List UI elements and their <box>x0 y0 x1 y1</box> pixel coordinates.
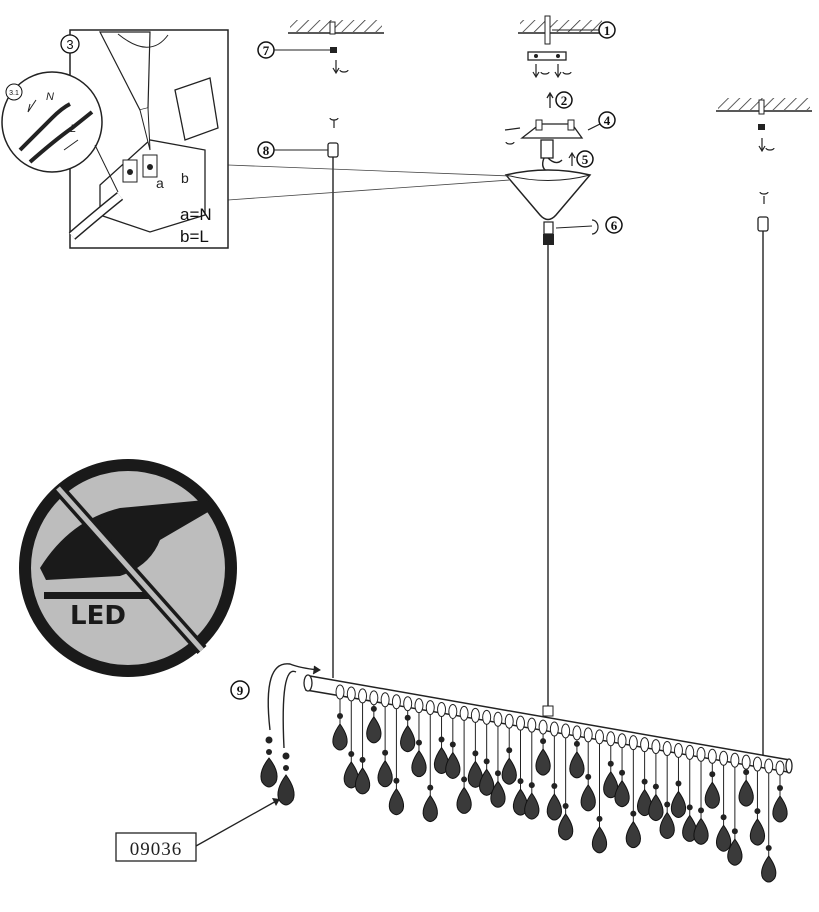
crystal-drop <box>591 729 608 854</box>
ceiling-center <box>518 15 604 45</box>
crystal-drop <box>467 707 484 788</box>
crystal-drop <box>558 723 574 841</box>
wiring-detail: a b a=N b=L 3 N L 3.1 <box>1 29 511 249</box>
right-suspension <box>757 124 775 758</box>
crystal-drop <box>693 746 709 845</box>
crystal-drop <box>727 752 743 866</box>
warning-led-text: LED <box>70 601 126 631</box>
crystal-drop <box>580 727 596 812</box>
wire-l-label: L <box>70 123 76 135</box>
crystal-drop <box>761 758 777 883</box>
step-7-label: 7 <box>263 43 270 58</box>
crystal-drop <box>738 754 754 807</box>
step-2-label: 2 <box>561 93 568 108</box>
crystal-drop <box>354 688 371 795</box>
crystal-drop <box>614 733 630 808</box>
legend-neutral: a=N <box>180 205 212 224</box>
loose-crystal-drops <box>260 736 295 806</box>
crystal-drop <box>479 709 495 796</box>
step-6-fastener: 6 <box>543 216 623 708</box>
crystal-drop <box>625 735 641 849</box>
step-8-gripper: 8 <box>257 117 339 678</box>
crystal-drop <box>569 725 585 779</box>
crystal-drop <box>524 717 540 820</box>
product-code: 09036 <box>130 839 183 860</box>
crystal-drop <box>670 742 687 818</box>
crystal-drop <box>343 686 359 789</box>
step-5-label: 5 <box>582 152 589 167</box>
crystal-drops <box>332 684 788 883</box>
crystal-drop <box>400 696 416 753</box>
crystal-drop <box>388 694 405 816</box>
step-1-label: 1 <box>604 23 611 38</box>
step-5-wires: 5 <box>540 139 594 173</box>
terminal-b-label: b <box>181 170 189 186</box>
step-3-1-label: 3.1 <box>9 90 19 97</box>
step-9-label: 9 <box>237 683 244 698</box>
product-code-callout: 09036 <box>115 798 280 862</box>
step-2-arrow: 2 <box>546 91 573 109</box>
crystal-drop <box>501 713 517 785</box>
ceiling-right <box>716 98 812 115</box>
crystal-drop <box>715 750 732 852</box>
step-4-label: 4 <box>604 113 611 128</box>
ceiling-left <box>288 20 384 35</box>
crystal-drop <box>490 711 506 808</box>
crystal-drop <box>332 684 348 751</box>
step-9-hang-drops: 9 <box>230 663 321 806</box>
no-touch-led-icon: LED <box>19 459 237 677</box>
crystal-drop <box>704 748 720 809</box>
crystal-drop <box>377 692 393 788</box>
crystal-drop <box>411 698 427 778</box>
crystal-drop <box>445 703 461 779</box>
crystal-drop <box>422 700 438 823</box>
crystal-drop <box>512 715 529 816</box>
terminal-a-label: a <box>156 175 164 191</box>
step-1-bracket: 1 <box>527 21 616 79</box>
crystal-drop <box>659 741 675 840</box>
crystal-drop <box>749 756 766 846</box>
step-3-label: 3 <box>66 37 73 52</box>
step-8-label: 8 <box>263 143 270 158</box>
wire-n-label: N <box>46 91 54 103</box>
crystal-drop <box>682 744 698 842</box>
legend-live: b=L <box>180 227 209 246</box>
crystal-drop <box>546 721 562 821</box>
crystal-drop <box>648 739 664 822</box>
crystal-drop <box>603 731 619 799</box>
step-6-label: 6 <box>611 218 618 233</box>
crystal-drop <box>456 705 472 814</box>
step-7-screw: 7 <box>257 41 349 75</box>
crystal-drop <box>636 737 653 817</box>
crystal-drop <box>433 702 450 775</box>
step-4-canopy-plate: 4 <box>504 111 616 145</box>
canopy-cone <box>504 169 592 221</box>
crystal-drop <box>366 690 382 744</box>
crystal-drop <box>535 719 551 776</box>
crystal-drop <box>772 760 788 823</box>
